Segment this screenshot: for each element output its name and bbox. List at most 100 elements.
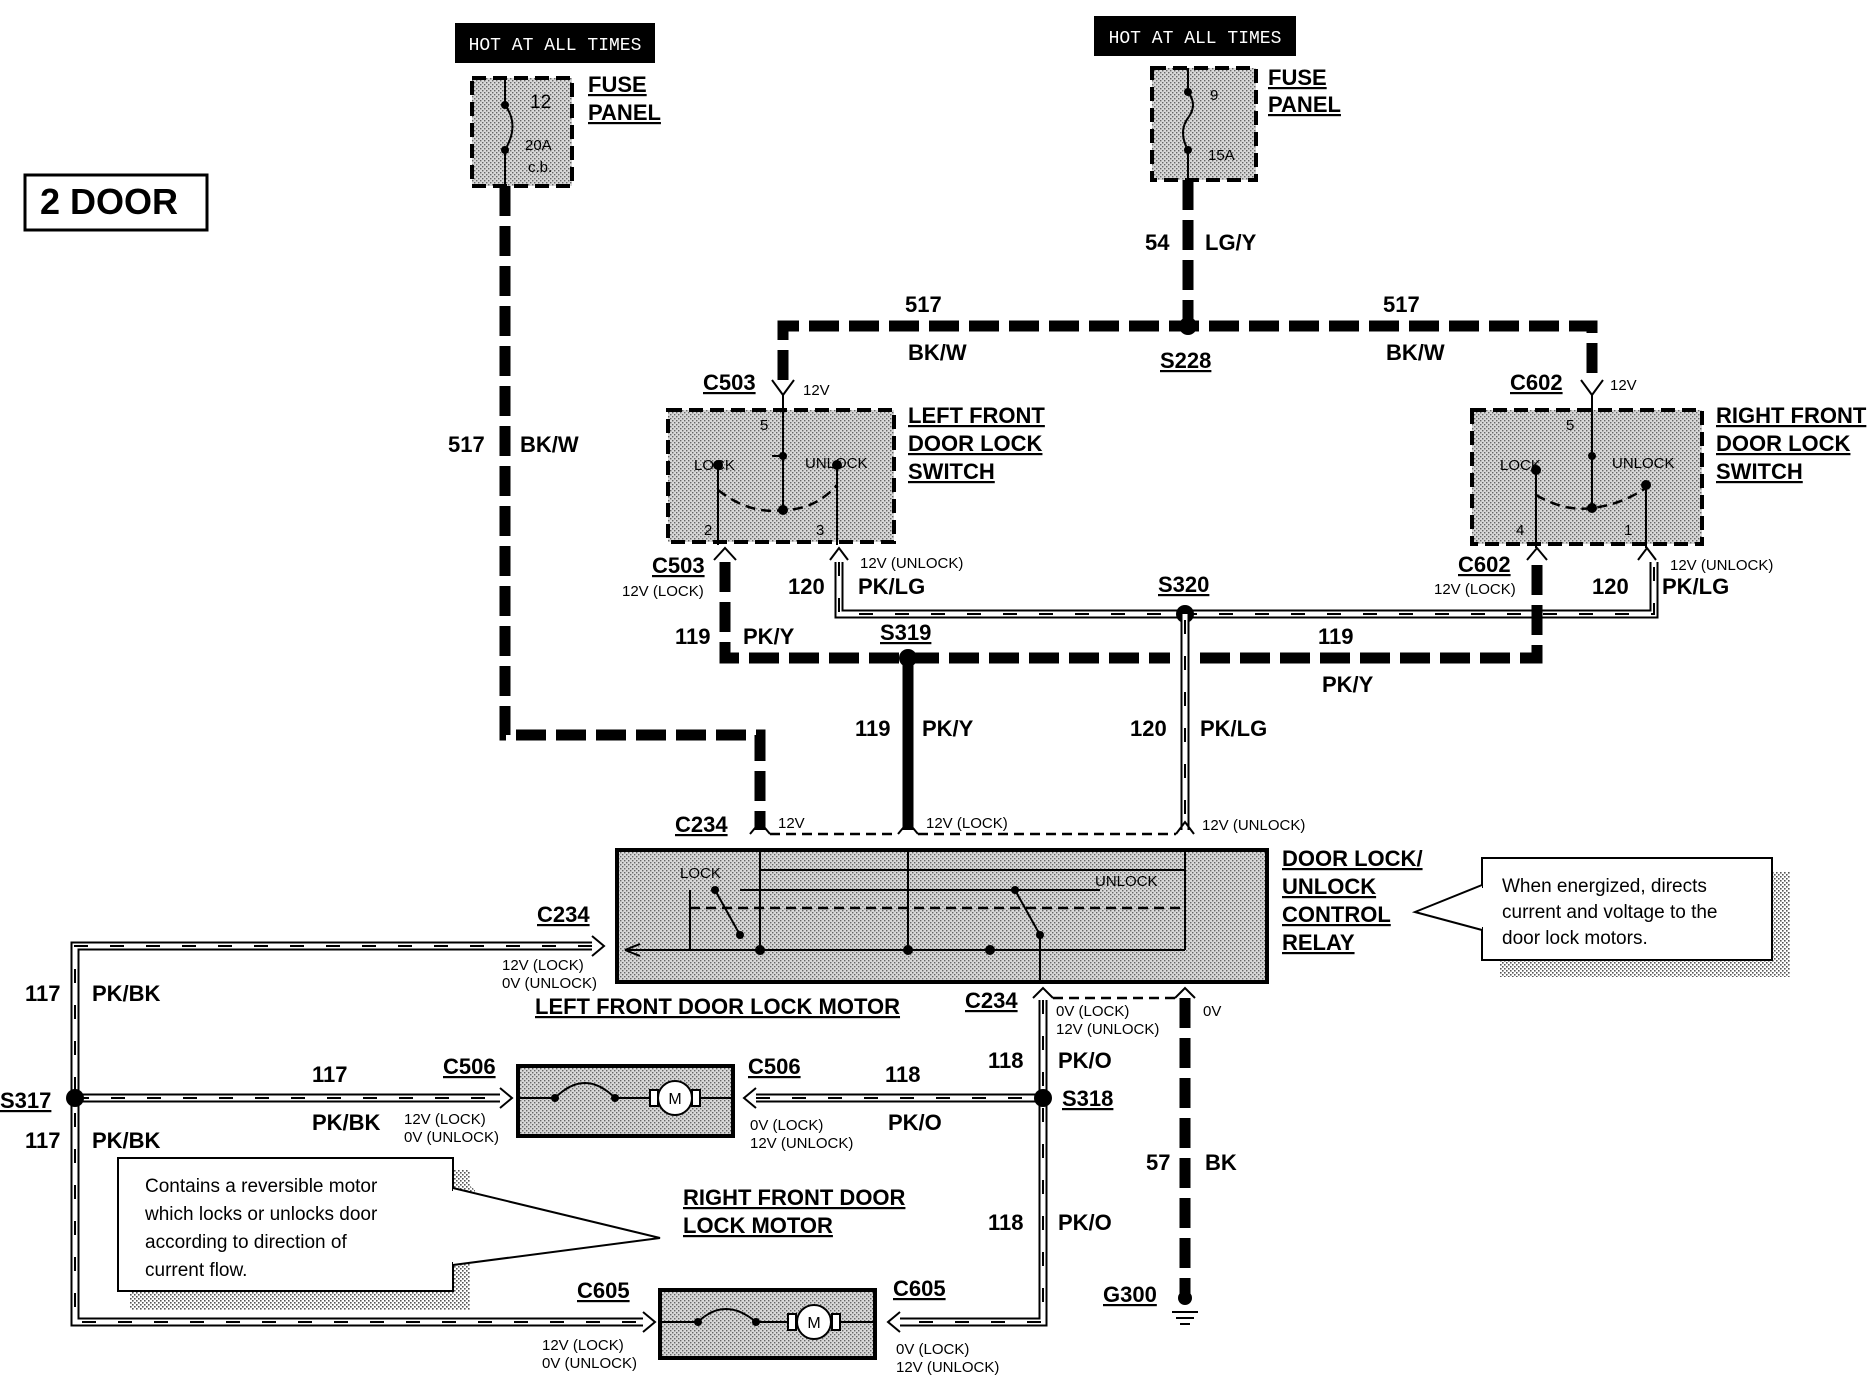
fuse-left: 12 20A c.b. FUSE PANEL — [470, 72, 661, 188]
c234-12v-lock: 12V (LOCK) — [926, 815, 1008, 832]
fuse-right-number: 9 — [1210, 87, 1218, 104]
wire-517-number-top-right: 517 — [1383, 292, 1420, 317]
wire-117-number-mid: 117 — [312, 1062, 348, 1087]
left-door-lock-switch: 5 LOCK UNLOCK 2 3 LEFT FRONT DOOR LOCK S… — [666, 395, 1045, 545]
wire-119-color-left: PK/Y — [743, 624, 795, 649]
motor-right-symbol: M — [807, 1315, 820, 1332]
wire-517-color-top-left: BK/W — [908, 340, 967, 365]
right-motor-label-1: RIGHT FRONT DOOR — [683, 1185, 906, 1210]
c605-0v-unlock: 0V (UNLOCK) — [542, 1355, 637, 1372]
wire-517-color-top-right: BK/W — [1386, 340, 1445, 365]
left-switch-pin-2: 2 — [704, 522, 712, 539]
c503-12v-unlock: 12V (UNLOCK) — [860, 555, 963, 572]
splice-s318-label: S318 — [1062, 1086, 1113, 1111]
wire-57-color: BK — [1205, 1150, 1237, 1175]
connector-c605-left: C605 — [577, 1278, 630, 1303]
wire-120-color-left: PK/LG — [858, 574, 925, 599]
fuse-left-rating: 20A — [525, 137, 552, 154]
relay-callout-line-2: current and voltage to the — [1502, 902, 1717, 923]
relay-lock: LOCK — [680, 865, 721, 882]
left-switch-label-2: DOOR LOCK — [908, 431, 1043, 456]
wire-118-color-mid: PK/O — [888, 1110, 942, 1135]
fuse-left-number: 12 — [530, 92, 551, 113]
c234-bottom-0v-lock: 0V (LOCK) — [1056, 1003, 1129, 1020]
connector-c605-right: C605 — [893, 1276, 946, 1301]
splice-s228 — [1179, 317, 1197, 335]
c602-12v: 12V — [1610, 377, 1637, 394]
wire-117-color-lower: PK/BK — [92, 1128, 161, 1153]
wire-120-color-mid: PK/LG — [1200, 716, 1267, 741]
wire-517-number-top-left: 517 — [905, 292, 942, 317]
wire-118-number-mid: 118 — [885, 1062, 921, 1087]
right-door-lock-motor: M — [658, 1288, 877, 1360]
connector-c506-right: C506 — [748, 1054, 801, 1079]
c506-0v-unlock: 0V (UNLOCK) — [404, 1129, 499, 1146]
wire-118-number-lower: 118 — [988, 1210, 1024, 1235]
wire-54-color: LG/Y — [1205, 230, 1257, 255]
c234-left-0v-unlock: 0V (UNLOCK) — [502, 975, 597, 992]
right-switch-label-2: DOOR LOCK — [1716, 431, 1851, 456]
right-switch-pin-1: 1 — [1624, 522, 1632, 539]
right-switch-label-1: RIGHT FRONT — [1716, 403, 1867, 428]
wire-118-number-upper: 118 — [988, 1048, 1024, 1073]
wire-119-color-right: PK/Y — [1322, 672, 1374, 697]
wire-120-upper — [834, 562, 1659, 619]
right-motor-label-2: LOCK MOTOR — [683, 1213, 833, 1238]
wire-119-color-mid: PK/Y — [922, 716, 974, 741]
left-motor-label: LEFT FRONT DOOR LOCK MOTOR — [535, 994, 900, 1019]
connector-c234-left: C234 — [537, 902, 590, 927]
motor-callout-line-1: Contains a reversible motor — [145, 1176, 378, 1197]
ground-point — [1178, 1291, 1192, 1305]
motor-callout-line-4: current flow. — [145, 1260, 247, 1281]
relay-callout-line-3: door lock motors. — [1502, 928, 1648, 949]
wire-118-color-upper: PK/O — [1058, 1048, 1112, 1073]
door-lock-control-relay: LOCK UNLOCK DOOR LOCK/ UNLOCK CONTROL RE… — [615, 846, 1423, 984]
wire-119-right — [1200, 562, 1543, 664]
splice-s320-label: S320 — [1158, 572, 1209, 597]
relay-unlock: UNLOCK — [1095, 873, 1158, 890]
c234-12v-unlock: 12V (UNLOCK) — [1202, 817, 1305, 834]
connector-c503-top: C503 — [703, 370, 756, 395]
connector-c234-bottom: C234 — [965, 988, 1018, 1013]
wire-117-number-upper: 117 — [25, 981, 61, 1006]
wire-120-number-right: 120 — [1592, 574, 1629, 599]
c506-12v-lock: 12V (LOCK) — [404, 1111, 486, 1128]
fuse-left-label-2: PANEL — [588, 100, 661, 125]
connector-c506-left: C506 — [443, 1054, 496, 1079]
wire-119-number-mid: 119 — [855, 716, 891, 741]
c503-12v: 12V — [803, 382, 830, 399]
wire-117-color-upper: PK/BK — [92, 981, 161, 1006]
wire-117-loop — [70, 941, 643, 1327]
wire-120-number-mid: 120 — [1130, 716, 1167, 741]
fuse-left-type: c.b. — [528, 159, 552, 176]
c234-bottom-12v-unlock: 12V (UNLOCK) — [1056, 1021, 1159, 1038]
title-box: 2 DOOR — [23, 173, 209, 232]
right-door-lock-switch: 5 LOCK UNLOCK 4 1 RIGHT FRONT DOOR LOCK … — [1470, 395, 1867, 548]
hot-label-right: HOT AT ALL TIMES — [1109, 29, 1282, 49]
hot-tag-right: HOT AT ALL TIMES — [1094, 16, 1296, 56]
wire-57-number: 57 — [1146, 1150, 1170, 1175]
hot-label-left: HOT AT ALL TIMES — [469, 36, 642, 56]
wire-119-number-left: 119 — [675, 624, 711, 649]
right-switch-pin-5: 5 — [1566, 417, 1574, 434]
wire-517-color-left: BK/W — [520, 432, 579, 457]
motor-callout-line-3: according to direction of — [145, 1232, 347, 1253]
right-switch-unlock: UNLOCK — [1612, 455, 1675, 472]
wire-517-left — [499, 186, 766, 830]
c506-12v-unlock: 12V (UNLOCK) — [750, 1135, 853, 1152]
left-switch-pin-5: 5 — [760, 417, 768, 434]
relay-label-4: RELAY — [1282, 930, 1355, 955]
c234-left-12v-lock: 12V (LOCK) — [502, 957, 584, 974]
wire-119-number-right: 119 — [1318, 624, 1354, 649]
left-switch-pin-3: 3 — [816, 522, 824, 539]
c605-12v-lock: 12V (LOCK) — [542, 1337, 624, 1354]
page-title: 2 DOOR — [40, 181, 178, 222]
connector-c234-top: C234 — [675, 812, 728, 837]
right-switch-pin-4: 4 — [1516, 522, 1524, 539]
c602-12v-lock: 12V (LOCK) — [1434, 581, 1516, 598]
wire-54-number: 54 — [1145, 230, 1170, 255]
wire-118-color-lower: PK/O — [1058, 1210, 1112, 1235]
c605-12v-unlock: 12V (UNLOCK) — [896, 1359, 999, 1376]
connector-c503-bottom: C503 — [652, 553, 705, 578]
fuse-right-label-2: PANEL — [1268, 92, 1341, 117]
